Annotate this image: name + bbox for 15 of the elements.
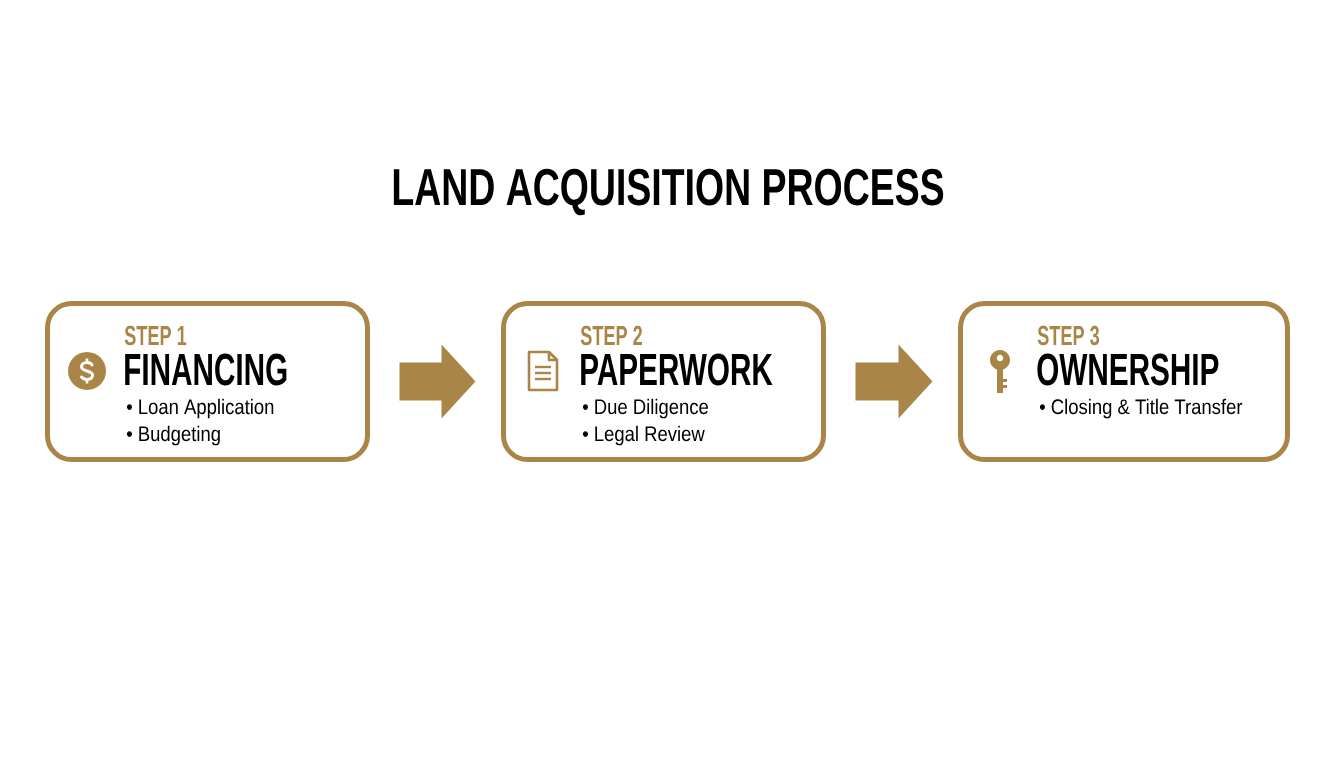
step-label: STEP 3	[1037, 325, 1100, 346]
step-label: STEP 2	[580, 325, 642, 346]
step-title: PAPERWORK	[581, 353, 773, 386]
step-box	[45, 301, 370, 462]
list-item: • Loan Application	[126, 398, 274, 419]
step-label: STEP 1	[124, 325, 187, 346]
list-item: • Legal Review	[582, 425, 705, 446]
step-box	[958, 301, 1290, 462]
step-title: OWNERSHIP	[1037, 353, 1219, 386]
list-item: • Budgeting	[126, 425, 220, 446]
step-title: FINANCING	[125, 353, 287, 386]
list-item: • Due Diligence	[582, 398, 708, 419]
title: LAND ACQUISITION PROCESS	[393, 168, 944, 216]
list-item: • Closing & Title Transfer	[1039, 398, 1243, 419]
step-box	[501, 301, 826, 462]
